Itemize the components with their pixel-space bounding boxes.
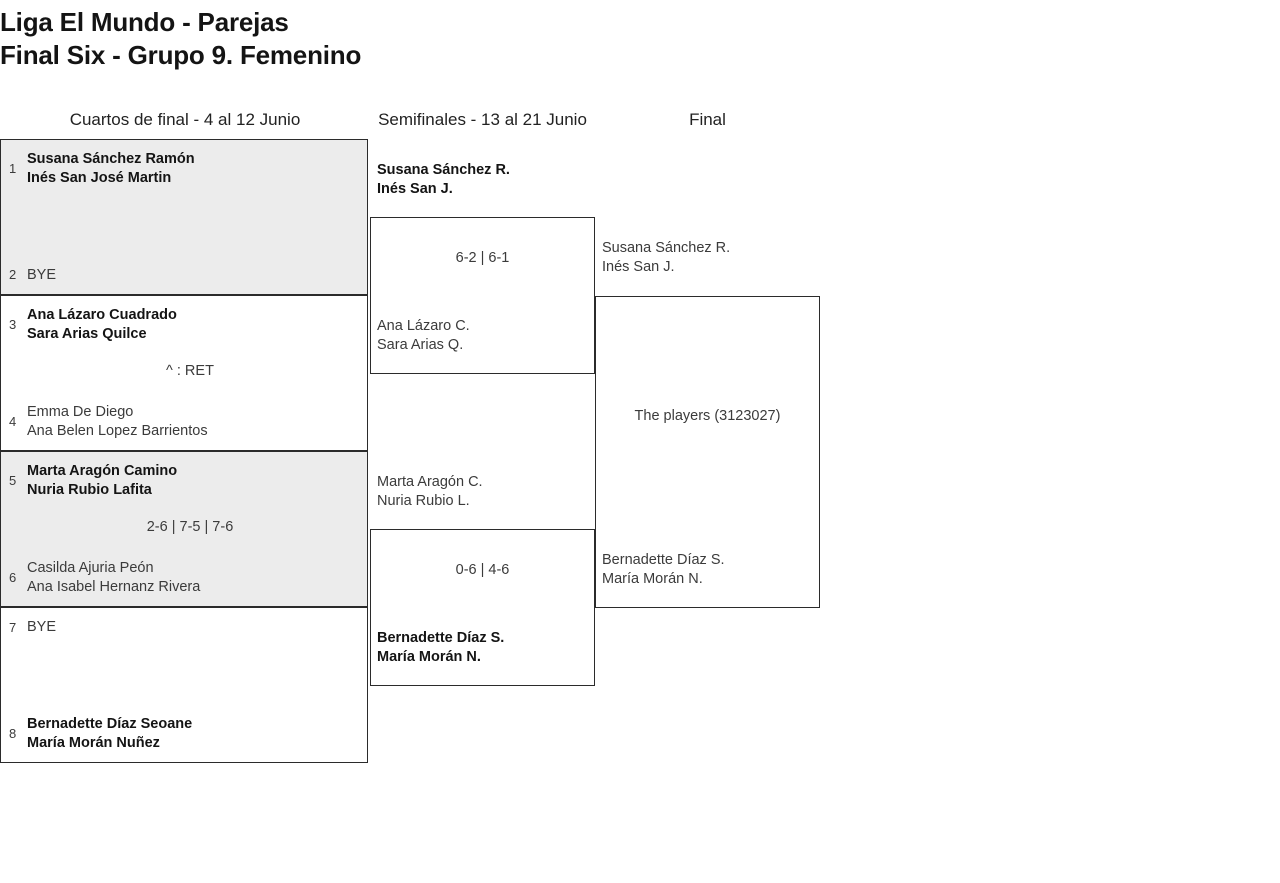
final-score: The players (3123027) xyxy=(634,408,781,424)
final-top-names: Susana Sánchez R. Inés San J. xyxy=(602,240,731,275)
sf-2-top-names: Marta Aragón C. Nuria Rubio L. xyxy=(377,474,483,509)
qf-2-bottom-seed: 4 xyxy=(9,414,17,429)
qf-4-top-seed: 7 xyxy=(9,619,17,635)
qf-4-top-names: BYE xyxy=(27,619,57,635)
match-box-qf-1[interactable]: 1 Susana Sánchez Ramón Inés San José Mar… xyxy=(0,139,368,295)
match-box-qf-2[interactable]: 3 Ana Lázaro Cuadrado Sara Arias Quilce … xyxy=(0,295,368,451)
tournament-title-line2: Final Six - Grupo 9. Femenino xyxy=(0,40,362,70)
match-box-final[interactable]: The players (3123027) xyxy=(595,296,820,608)
tournament-title-line1: Liga El Mundo - Parejas xyxy=(0,7,289,37)
qf-1-top-team: 1 Susana Sánchez Ramón Inés San José Mar… xyxy=(9,150,361,187)
round-header-semifinals: Semifinales - 13 al 21 Junio xyxy=(378,110,587,129)
qf-3-top-names: Marta Aragón Camino Nuria Rubio Lafita xyxy=(27,463,178,498)
match-box-qf-3[interactable]: 5 Marta Aragón Camino Nuria Rubio Lafita… xyxy=(0,451,368,607)
final-bottom-names: Bernadette Díaz S. María Morán N. xyxy=(602,552,725,587)
qf-4-bottom-team: 8 Bernadette Díaz Seoane María Morán Nuñ… xyxy=(9,715,361,752)
match-box-sf-1[interactable]: 6-2 | 6-1 xyxy=(370,217,595,374)
qf-3-top-team: 5 Marta Aragón Camino Nuria Rubio Lafita xyxy=(9,462,361,499)
sf-2-bottom-names: Bernadette Díaz S. María Morán N. xyxy=(377,630,505,665)
page-title: Liga El Mundo - Parejas Final Six - Grup… xyxy=(0,6,361,72)
qf-3-bottom-seed: 6 xyxy=(9,570,17,585)
qf-4-bottom-seed: 8 xyxy=(9,726,17,741)
qf-1-top-names: Susana Sánchez Ramón Inés San José Marti… xyxy=(27,151,195,186)
qf-2-bottom-names: Emma De Diego Ana Belen Lopez Barrientos xyxy=(27,404,208,439)
qf-3-bottom-team: 6 Casilda Ajuria Peón Ana Isabel Hernanz… xyxy=(9,559,361,596)
qf-4-bottom-names: Bernadette Díaz Seoane María Morán Nuñez xyxy=(27,716,193,751)
match-box-sf-2[interactable]: 0-6 | 4-6 xyxy=(370,529,595,686)
sf-1-score: 6-2 | 6-1 xyxy=(455,250,510,266)
round-header-quarterfinals: Cuartos de final - 4 al 12 Junio xyxy=(69,110,301,129)
sf-2-score: 0-6 | 4-6 xyxy=(455,562,510,578)
qf-1-bottom-names: BYE xyxy=(27,266,57,283)
qf-1-bottom-team: 2 BYE xyxy=(9,266,361,285)
sf-1-bottom-names: Ana Lázaro C. Sara Arias Q. xyxy=(377,318,470,353)
sf-1-top-names: Susana Sánchez R. Inés San J. xyxy=(377,162,510,197)
qf-2-top-names: Ana Lázaro Cuadrado Sara Arias Quilce xyxy=(27,307,177,342)
qf-2-top-team: 3 Ana Lázaro Cuadrado Sara Arias Quilce xyxy=(9,306,361,343)
qf-4-top-team: 7 BYE xyxy=(9,618,361,637)
round-header-final: Final xyxy=(689,110,726,129)
qf-1-top-seed: 1 xyxy=(9,161,17,176)
qf-3-score: 2-6 | 7-5 | 7-6 xyxy=(146,519,234,535)
qf-2-top-seed: 3 xyxy=(9,317,17,332)
qf-2-bottom-team: 4 Emma De Diego Ana Belen Lopez Barrient… xyxy=(9,403,361,440)
qf-1-bottom-seed: 2 xyxy=(9,267,17,283)
qf-3-top-seed: 5 xyxy=(9,473,17,488)
qf-2-score: ^ : RET xyxy=(166,363,214,379)
qf-3-bottom-names: Casilda Ajuria Peón Ana Isabel Hernanz R… xyxy=(27,560,201,595)
match-box-qf-4[interactable]: 7 BYE 8 Bernadette Díaz Seoane María Mor… xyxy=(0,607,368,763)
